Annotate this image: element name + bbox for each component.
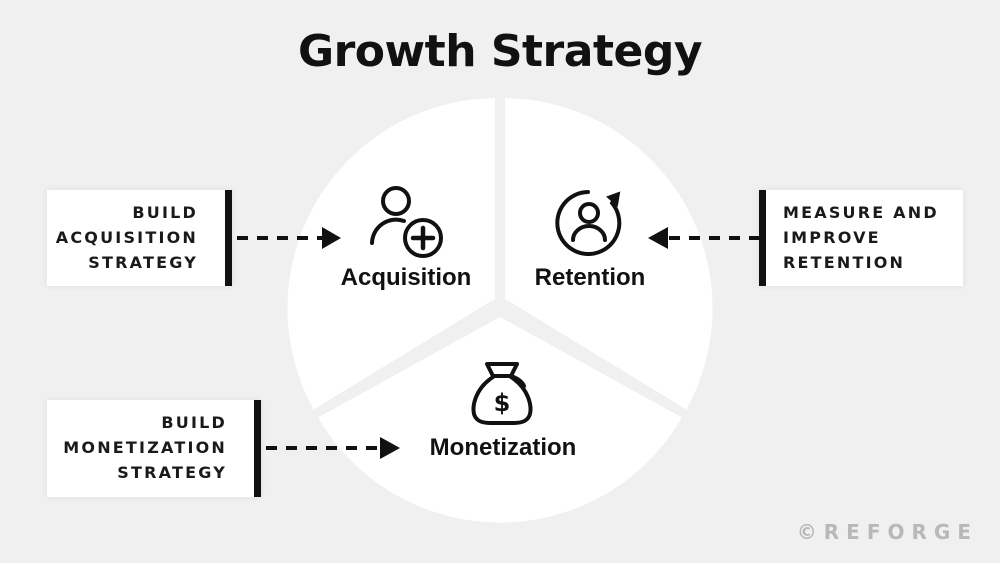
callout-line: BUILD — [132, 203, 198, 222]
callout-line: MONETIZATION — [63, 438, 227, 457]
person-cycle-icon — [555, 190, 622, 256]
callout-line: STRATEGY — [117, 463, 227, 482]
money-bag-icon: $ — [471, 362, 533, 425]
callout-measure-retention: MEASURE AND IMPROVE RETENTION — [759, 190, 963, 286]
callout-line: IMPROVE — [783, 228, 881, 247]
callout-line: ACQUISITION — [55, 228, 198, 247]
person-add-icon — [370, 186, 443, 258]
segment-label-retention: Retention — [534, 264, 646, 291]
callout-line: MEASURE AND — [783, 203, 939, 222]
segment-retention — [505, 98, 713, 410]
segment-label-acquisition: Acquisition — [340, 264, 472, 291]
arrow-retention — [648, 227, 760, 249]
callout-line: BUILD — [161, 413, 227, 432]
segment-acquisition — [287, 98, 495, 410]
svg-text:$: $ — [494, 389, 511, 417]
page-title: Growth Strategy — [297, 26, 703, 77]
callout-build-acquisition: BUILD ACQUISITION STRATEGY — [47, 190, 232, 286]
arrow-acquisition — [237, 227, 341, 249]
wheel-segments — [287, 98, 713, 523]
arrow-monetization — [266, 437, 400, 459]
segment-monetization — [318, 317, 682, 523]
callout-build-monetization: BUILD MONETIZATION STRATEGY — [47, 400, 261, 497]
callout-line: STRATEGY — [88, 253, 198, 272]
callout-line: RETENTION — [783, 253, 906, 272]
segment-label-monetization: Monetization — [429, 434, 577, 461]
copyright-watermark: ©REFORGE — [796, 520, 978, 544]
